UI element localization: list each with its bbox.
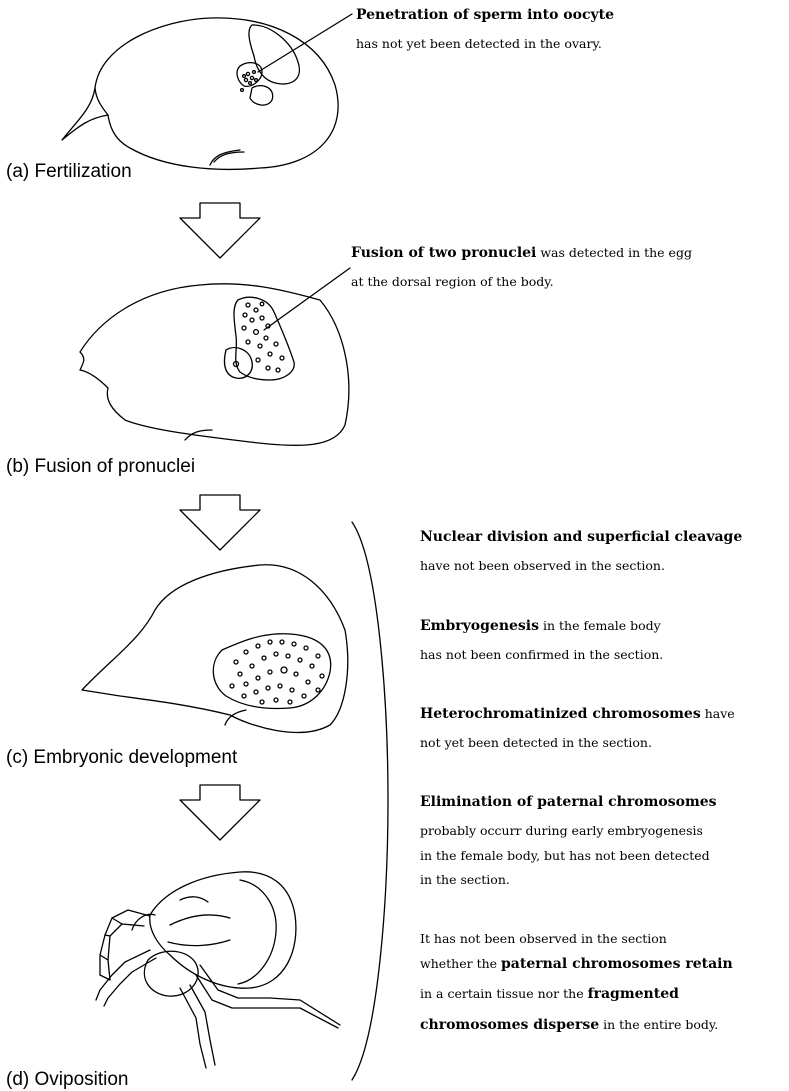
note-c1-text: have not been observed in the section. — [420, 558, 665, 573]
note-c5-line1: It has not been observed in the section — [420, 931, 667, 946]
note-c4-title: Elimination of paternal chromosomes — [420, 794, 717, 810]
pointer-line-a — [257, 13, 353, 73]
stage-label-fusion: (b) Fusion of pronuclei — [6, 456, 196, 477]
female-body-embryonic — [81, 564, 349, 733]
note-c5-line4: chromosomes disperse in the entire body. — [420, 1017, 719, 1033]
note-c3-line1: Heterochromatinized chromosomes have — [420, 706, 735, 722]
down-arrow-3 — [179, 784, 261, 841]
down-arrow-1 — [179, 202, 261, 259]
note-c1-title: Nuclear division and superficial cleavag… — [420, 529, 743, 545]
note-c3-line2: not yet been detected in the section. — [420, 735, 652, 750]
egg-pronuclei — [223, 296, 295, 381]
ovary-oocyte — [236, 24, 300, 106]
female-body-fertilization — [61, 17, 339, 171]
note-c4-line3: in the female body, but has not been det… — [420, 848, 710, 863]
note-a-text: has not yet been detected in the ovary. — [356, 36, 602, 51]
note-c4-line4: in the section. — [420, 872, 510, 887]
note-b-line1: Fusion of two pronuclei was detected in … — [351, 245, 692, 261]
note-c2-line2: has not been confirmed in the section. — [420, 647, 664, 662]
female-body-fusion — [79, 283, 350, 446]
stage-label-embryonic: (c) Embryonic development — [6, 747, 238, 768]
note-c2-line1: Embryogenesis in the female body — [420, 618, 661, 634]
bracket — [351, 521, 389, 1081]
stage-label-fertilization: (a) Fertilization — [6, 161, 132, 182]
embryo-nuclei — [212, 633, 332, 710]
stage-label-oviposition: (d) Oviposition — [6, 1069, 129, 1090]
mite-oviposition — [95, 871, 341, 1069]
note-c4-line2: probably occurr during early embryogenes… — [420, 823, 703, 838]
down-arrow-2 — [179, 494, 261, 551]
note-b-line2: at the dorsal region of the body. — [351, 274, 554, 289]
note-a-title: Penetration of sperm into oocyte — [356, 7, 614, 23]
note-c5-line3: in a certain tissue nor the fragmented — [420, 986, 679, 1002]
note-c5-line2: whether the paternal chromosomes retain — [420, 956, 733, 972]
pointer-line-b — [263, 267, 351, 331]
